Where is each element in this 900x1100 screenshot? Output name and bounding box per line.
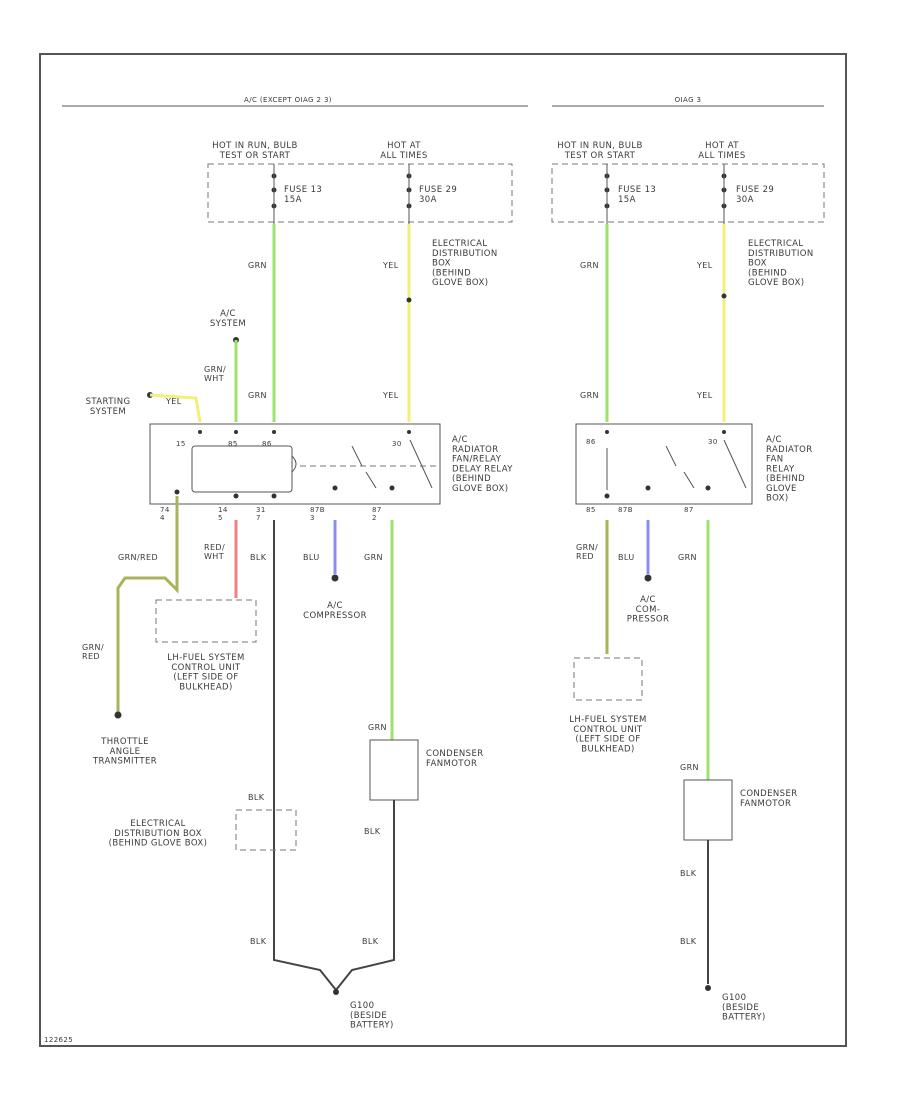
right-pin-87: 87 [684, 506, 694, 514]
left-grn-label-bottom: GRN [364, 553, 383, 562]
right-grn-label-mid: GRN [580, 391, 599, 400]
left-blu-label: BLU [303, 553, 320, 562]
right-yel-label-top: YEL [696, 261, 713, 270]
left-condenser-box [369, 739, 419, 801]
left-yel-label-mid: YEL [382, 391, 399, 400]
left-grn-red-wire [116, 496, 179, 712]
left-pin-86: 86 [262, 440, 272, 448]
diagram-frame [39, 53, 847, 1047]
left-grn-label-mid: GRN [248, 391, 267, 400]
left-blk-label-5: BLK [362, 937, 379, 946]
right-pin-87b: 87B [618, 506, 633, 514]
left-pin-15: 15 [176, 440, 186, 448]
left-relay-coil [191, 445, 293, 493]
right-pin-85: 85 [586, 506, 596, 514]
left-edb-lower-box [235, 809, 297, 851]
left-fuse-box [207, 163, 513, 223]
right-blu-label: BLU [618, 553, 635, 562]
right-yel-label-mid: YEL [696, 391, 713, 400]
left-lh-fuel-box [155, 599, 257, 643]
right-blk-label-1: BLK [680, 869, 697, 878]
right-section-title: OIAG 3 [675, 96, 702, 104]
left-section-title: A/C (EXCEPT OIAG 2 3) [244, 96, 332, 104]
right-pin-30: 30 [708, 438, 718, 446]
left-pin-30: 30 [392, 440, 402, 448]
right-grn-label: GRN [678, 553, 697, 562]
left-pin-85: 85 [228, 440, 238, 448]
right-relay-box [575, 423, 753, 505]
left-red-wht-label: RED/WHT [204, 543, 225, 561]
left-grn-red-label-1: GRN/RED [118, 553, 158, 562]
left-yel-label-top: YEL [382, 261, 399, 270]
right-grn-cond-label: GRN [680, 763, 699, 772]
left-relay-box [149, 423, 441, 505]
right-grn-red-label: GRN/RED [576, 543, 598, 561]
left-blk-label-2: BLK [364, 827, 381, 836]
right-blk-label-2: BLK [680, 937, 697, 946]
left-blk-label-3: BLK [248, 793, 265, 802]
right-condenser-box [683, 779, 733, 841]
left-grn-cond-label: GRN [368, 723, 387, 732]
right-lh-fuel-box [573, 657, 643, 701]
right-pin-86: 86 [586, 438, 596, 446]
right-fuse-box [551, 163, 825, 223]
left-grn-label-top: GRN [248, 261, 267, 270]
left-blk-wire [273, 520, 395, 992]
left-yel-start-label: YEL [165, 397, 182, 406]
left-grn-wht-label: GRN/WHT [204, 365, 226, 383]
footer-code: 122625 [44, 1036, 73, 1044]
left-grn-red-label-2: GRN/RED [82, 643, 104, 661]
left-yel-start-wire [149, 393, 202, 423]
right-grn-label-top: GRN [580, 261, 599, 270]
left-blk-label-1: BLK [250, 553, 267, 562]
left-blk-label-4: BLK [250, 937, 267, 946]
